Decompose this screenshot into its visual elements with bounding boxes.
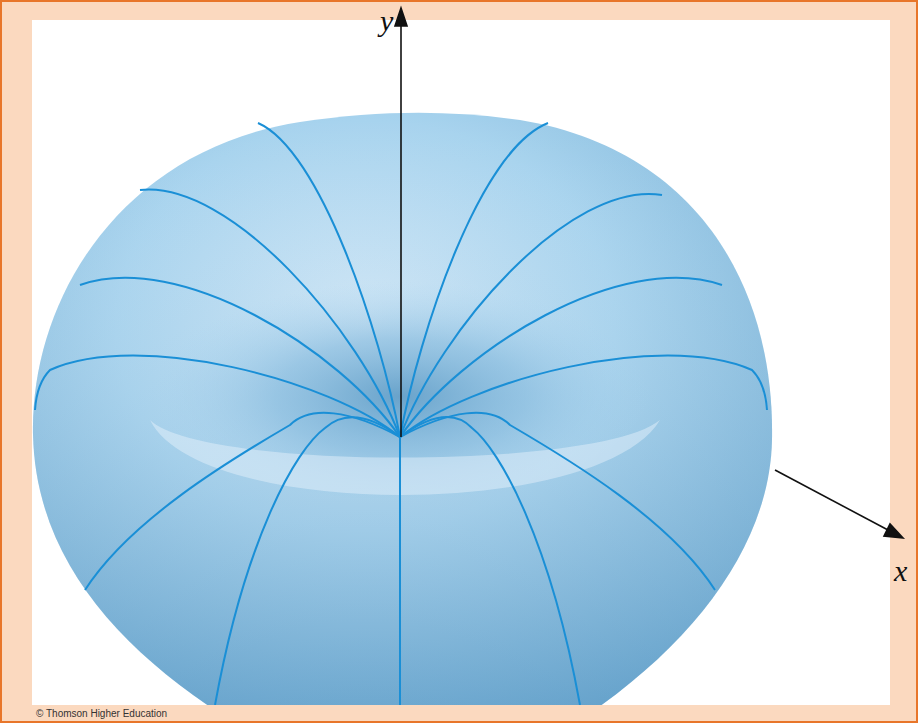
axis-label: y: [380, 6, 393, 36]
copyright-note: © Thomson Higher Education: [36, 709, 167, 719]
axis-label: x: [894, 556, 907, 586]
